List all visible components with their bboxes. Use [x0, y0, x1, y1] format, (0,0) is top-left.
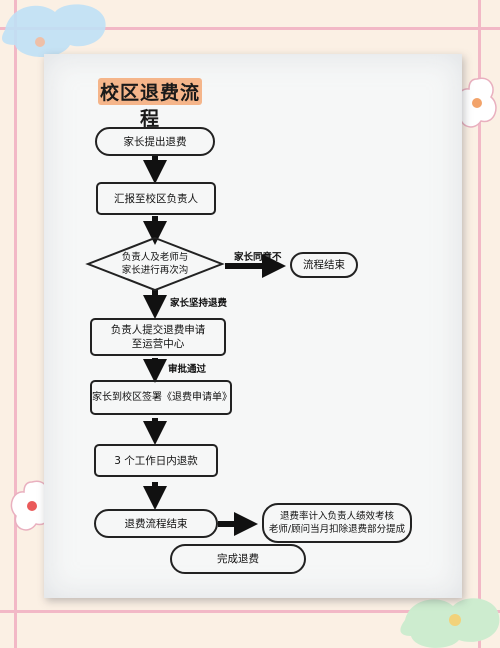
- node-report: 汇报至校区负责人: [96, 182, 216, 215]
- node-submit: 负责人提交退费申请 至运营中心: [90, 318, 226, 356]
- node-end: 退费流程结束: [94, 509, 218, 538]
- green-flower-decoration: [400, 598, 500, 648]
- node-refund: 3 个工作日内退款: [94, 444, 218, 477]
- blue-flower-decoration: [2, 4, 106, 58]
- decision-diamond: [85, 236, 225, 292]
- node-start: 家长提出退费: [95, 127, 215, 156]
- title-highlight: [98, 78, 202, 105]
- node-decision: 负责人及老师与 家长进行再次沟: [121, 252, 189, 276]
- paper-sheet: [44, 54, 462, 598]
- node-flow-end: 流程结束: [290, 252, 358, 278]
- label-approved: 审批通过: [168, 364, 207, 375]
- background-frame-right: [478, 0, 481, 648]
- label-parent-insist: 家长坚持退费: [170, 298, 228, 309]
- background-frame-left: [14, 0, 17, 648]
- left-flower-decoration: [10, 480, 52, 531]
- diagram-title: 校区退费流程: [99, 82, 200, 130]
- background-frame-bottom: [0, 610, 500, 613]
- label-parent-disagree: 家长同意不: [234, 252, 282, 263]
- node-kpi: 退费率计入负责人绩效考核 老师/顾问当月扣除退费部分提成: [262, 503, 412, 543]
- node-sign: 家长到校区签署《退费申请单》: [90, 380, 232, 415]
- right-flower-decoration: [455, 77, 497, 128]
- node-done: 完成退费: [170, 544, 306, 574]
- background-frame-top: [0, 27, 500, 30]
